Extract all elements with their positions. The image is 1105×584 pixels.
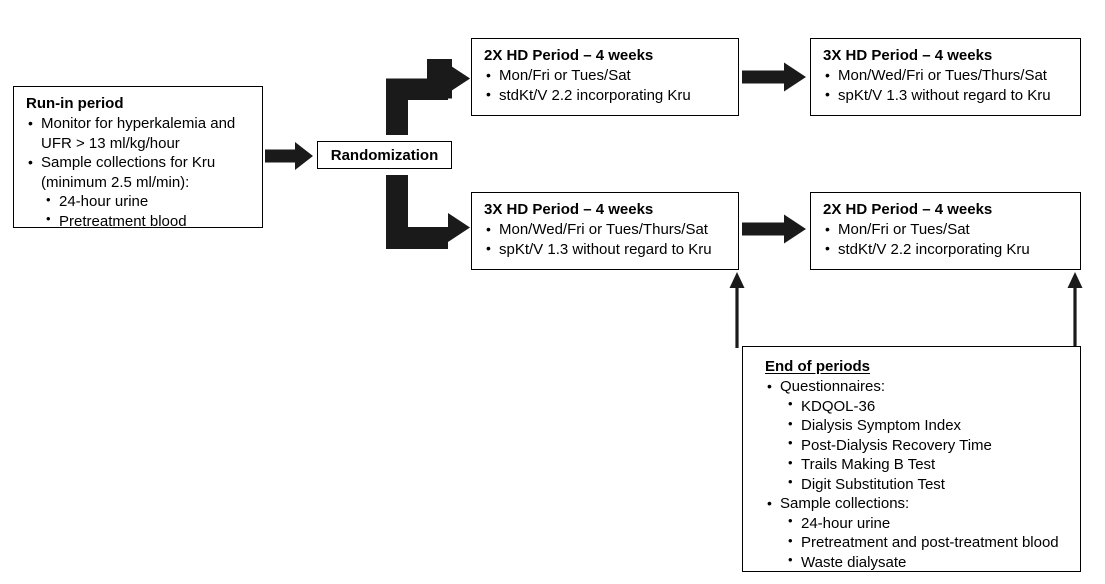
list-item-continuation: UFR > 13 ml/kg/hour [26, 134, 252, 154]
list-item: Trails Making B Test [785, 455, 1070, 475]
arm-a-period2-title: 3X HD Period – 4 weeks [823, 47, 993, 64]
end-of-periods-title: End of periods [765, 358, 870, 375]
run-in-period-box: Run-in period Monitor for hyperkalemia a… [13, 86, 263, 231]
randomization-box: Randomization [317, 141, 452, 169]
list-item: Mon/Wed/Fri or Tues/Thurs/Sat [823, 66, 1070, 86]
sample-collections-sublist: 24-hour urine Pretreatment and post-trea… [765, 513, 1070, 573]
list-item: Monitor for hyperkalemia and [26, 114, 252, 134]
run-in-sublist: 24-hour urine Pretreatment blood [26, 192, 252, 231]
list-item-sample-collections: Sample collections: [765, 494, 1070, 514]
list-item: Post-Dialysis Recovery Time [785, 435, 1070, 456]
list-item: stdKt/V 2.2 incorporating Kru [484, 85, 728, 106]
questionnaires-sublist: KDQOL-36 Dialysis Symptom Index Post-Dia… [765, 396, 1070, 495]
arm-b-period2-box: 2X HD Period – 4 weeks Mon/Fri or Tues/S… [810, 192, 1081, 270]
sample-collections-list: Sample collections: [765, 494, 1070, 514]
list-item: Pretreatment and post-treatment blood [785, 533, 1070, 553]
list-item: Pretreatment blood [43, 211, 252, 232]
arrow-arm-a-period1-to-period2 [742, 62, 806, 92]
arm-a-period1-list: Mon/Fri or Tues/Sat stdKt/V 2.2 incorpor… [484, 66, 728, 105]
arm-a-period2-list: Mon/Wed/Fri or Tues/Thurs/Sat spKt/V 1.3… [823, 66, 1070, 105]
arm-b-period2-title: 2X HD Period – 4 weeks [823, 201, 993, 218]
list-item: Dialysis Symptom Index [785, 416, 1070, 436]
list-item: stdKt/V 2.2 incorporating Kru [823, 239, 1070, 260]
arrow-randomization-to-arm-a [386, 59, 470, 135]
list-item: KDQOL-36 [785, 396, 1070, 417]
list-item-continuation: (minimum 2.5 ml/min): [26, 173, 252, 193]
arm-a-period1-title: 2X HD Period – 4 weeks [484, 47, 654, 64]
arm-b-period1-box: 3X HD Period – 4 weeks Mon/Wed/Fri or Tu… [471, 192, 739, 270]
arm-b-period2-list: Mon/Fri or Tues/Sat stdKt/V 2.2 incorpor… [823, 220, 1070, 259]
list-item: Sample collections for Kru [26, 153, 252, 173]
end-of-periods-box: End of periods Questionnaires: KDQOL-36 … [742, 346, 1081, 572]
randomization-label: Randomization [330, 146, 439, 164]
list-item: Mon/Fri or Tues/Sat [484, 66, 728, 86]
arrow-end-of-periods-to-arm-b-period1 [729, 272, 745, 348]
list-item: spKt/V 1.3 without regard to Kru [484, 239, 728, 260]
list-item: Digit Substitution Test [785, 474, 1070, 495]
arm-a-period2-box: 3X HD Period – 4 weeks Mon/Wed/Fri or Tu… [810, 38, 1081, 116]
run-in-bullet1-line1: Monitor for hyperkalemia and [41, 115, 236, 133]
list-item: Mon/Fri or Tues/Sat [823, 220, 1070, 240]
list-item: Waste dialysate [785, 552, 1070, 573]
list-item-questionnaires: Questionnaires: [765, 377, 1070, 397]
list-item: 24-hour urine [43, 192, 252, 212]
arrow-end-of-periods-to-arm-b-period2 [1067, 272, 1083, 348]
run-in-bullet2-line2: (minimum 2.5 ml/min): [41, 173, 190, 191]
list-item: spKt/V 1.3 without regard to Kru [823, 85, 1070, 106]
list-item: 24-hour urine [785, 513, 1070, 534]
arrow-randomization-to-arm-b [386, 175, 470, 249]
end-of-periods-list: Questionnaires: [765, 377, 1070, 397]
arm-b-period1-list: Mon/Wed/Fri or Tues/Thurs/Sat spKt/V 1.3… [484, 220, 728, 259]
run-in-period-list: Monitor for hyperkalemia and UFR > 13 ml… [26, 114, 252, 192]
run-in-bullet2-line1: Sample collections for Kru [41, 154, 216, 172]
list-item: Mon/Wed/Fri or Tues/Thurs/Sat [484, 220, 728, 240]
run-in-period-title: Run-in period [26, 95, 124, 112]
arm-a-period1-box: 2X HD Period – 4 weeks Mon/Fri or Tues/S… [471, 38, 739, 116]
arm-b-period1-title: 3X HD Period – 4 weeks [484, 201, 654, 218]
run-in-bullet1-line2: UFR > 13 ml/kg/hour [41, 134, 180, 152]
arrow-run-in-to-randomization [265, 142, 313, 170]
arrow-arm-b-period1-to-period2 [742, 214, 806, 244]
